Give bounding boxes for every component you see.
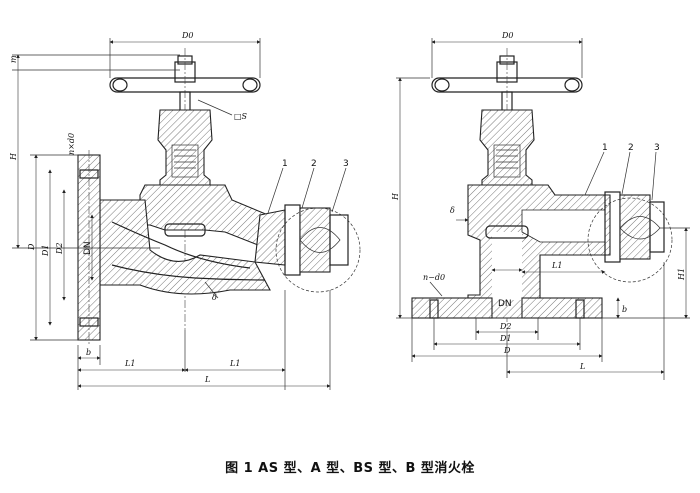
left-label-H: H — [9, 152, 18, 161]
left-part-2: 2 — [311, 159, 317, 169]
left-label-D2: D2 — [55, 242, 64, 255]
left-label-L1b: L1 — [229, 359, 240, 368]
right-label-H: H — [391, 192, 400, 201]
left-coupling — [275, 204, 361, 293]
left-label-D0: D0 — [181, 31, 194, 40]
right-label-D1: D1 — [499, 334, 512, 343]
left-label-DN: DN — [83, 241, 93, 255]
right-label-D2: D2 — [499, 322, 512, 331]
right-label-nd0: n−d0 — [423, 273, 445, 282]
right-part-2: 2 — [628, 143, 634, 153]
left-view: D0 m H □S D D1 D2 n×d0 DN b L1 L1 L δ — [9, 31, 361, 390]
right-label-L: L — [579, 362, 585, 371]
right-label-b: b — [622, 305, 627, 314]
left-body-lower — [99, 199, 271, 295]
right-part-3: 3 — [654, 143, 660, 153]
left-label-D1: D1 — [41, 244, 50, 257]
left-label-b: b — [86, 348, 91, 357]
left-label-m: m — [9, 55, 18, 63]
right-label-D0: D0 — [501, 31, 514, 40]
right-disc — [485, 225, 529, 239]
right-label-L1: L1 — [551, 261, 562, 270]
left-disc — [164, 223, 206, 237]
right-view: D0 H δ n−d0 DN D2 D1 D L L1 H1 b — [391, 31, 690, 380]
left-label-L1a: L1 — [124, 359, 135, 368]
left-label-D: D — [27, 243, 36, 251]
left-label-L: L — [204, 375, 210, 384]
left-part-1: 1 — [282, 159, 288, 169]
right-flange-right — [521, 297, 603, 319]
right-label-DN: DN — [498, 299, 512, 309]
right-part-1: 1 — [602, 143, 608, 153]
left-bonnet — [157, 109, 213, 196]
figure-caption: 图 1 AS 型、A 型、BS 型、B 型消火栓 — [225, 461, 475, 476]
left-label-nd0: n×d0 — [67, 133, 76, 155]
right-flange-left — [411, 297, 493, 319]
left-body-upper — [139, 184, 269, 246]
right-label-delta: δ — [450, 206, 455, 215]
left-label-S: □S — [234, 112, 248, 121]
left-part-3: 3 — [343, 159, 349, 169]
right-bonnet — [479, 109, 535, 196]
right-label-H1: H1 — [677, 268, 686, 281]
right-coupling — [587, 191, 673, 283]
left-outlet — [254, 209, 286, 266]
left-label-delta: δ — [212, 293, 217, 302]
